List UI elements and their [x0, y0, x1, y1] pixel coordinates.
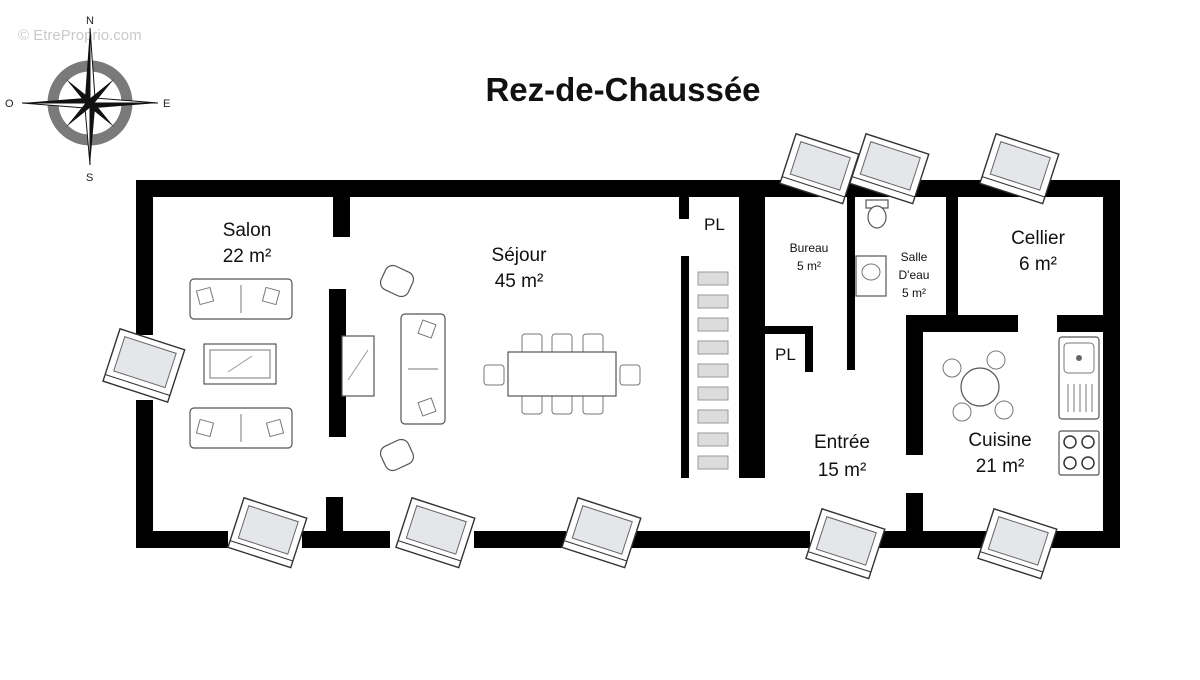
room-cellier-name: Cellier — [1011, 228, 1066, 249]
kitchen-stove-icon — [1058, 430, 1100, 476]
exterior-walls — [136, 180, 1120, 548]
room-bureau-area: 5 m² — [797, 259, 821, 273]
room-salle-deau-name: Salle — [901, 250, 928, 264]
room-bureau-name: Bureau — [790, 241, 829, 255]
kitchen-sink-icon — [1058, 336, 1100, 420]
compass-east-label: E — [163, 98, 170, 110]
room-salle-deau-area: 5 m² — [902, 286, 926, 300]
sejour-sideboard — [341, 335, 375, 397]
roof-window-icon — [395, 496, 476, 569]
placard-label: PL — [775, 345, 796, 364]
room-salon-area: 22 m² — [223, 246, 272, 267]
plan-title: Rez-de-Chaussée — [485, 71, 760, 108]
compass-rose-icon — [21, 27, 159, 166]
roof-window-icon — [779, 132, 860, 205]
roof-window-icon — [102, 327, 186, 404]
washbasin-icon — [855, 255, 887, 297]
roof-window-icon — [977, 507, 1058, 580]
room-salle-deau-name: D'eau — [899, 268, 930, 282]
salon-sofa-top — [189, 278, 293, 320]
interior-walls — [326, 188, 1107, 548]
compass-south-label: S — [86, 172, 93, 184]
roof-window-icon — [849, 132, 930, 205]
roof-window-icon — [227, 496, 308, 569]
staircase — [697, 271, 729, 470]
dining-table — [483, 333, 641, 415]
compass-north-label: N — [86, 15, 94, 27]
room-cellier-area: 6 m² — [1019, 254, 1057, 275]
room-sejour-name: Séjour — [492, 245, 548, 266]
roof-window-icon — [805, 507, 886, 580]
kitchen-table — [942, 350, 1014, 422]
roof-window-icon — [979, 132, 1060, 205]
room-entree-area: 15 m² — [818, 460, 867, 481]
room-cuisine-area: 21 m² — [976, 456, 1025, 477]
salon-sofa-bottom — [189, 407, 293, 449]
sejour-armchair-top — [379, 264, 415, 298]
toilet-icon — [865, 199, 889, 229]
room-cuisine-name: Cuisine — [968, 430, 1031, 451]
sejour-armchair-bottom — [379, 438, 415, 472]
room-entree-name: Entrée — [814, 432, 870, 453]
salon-coffee-table — [203, 343, 277, 385]
room-salon-name: Salon — [223, 220, 272, 241]
sejour-sofa — [400, 313, 446, 425]
placard-label: PL — [704, 215, 725, 234]
watermark: © EtreProprio.com — [18, 27, 142, 44]
roof-window-icon — [561, 496, 642, 569]
compass-west-label: O — [5, 98, 14, 110]
room-sejour-area: 45 m² — [495, 271, 544, 292]
